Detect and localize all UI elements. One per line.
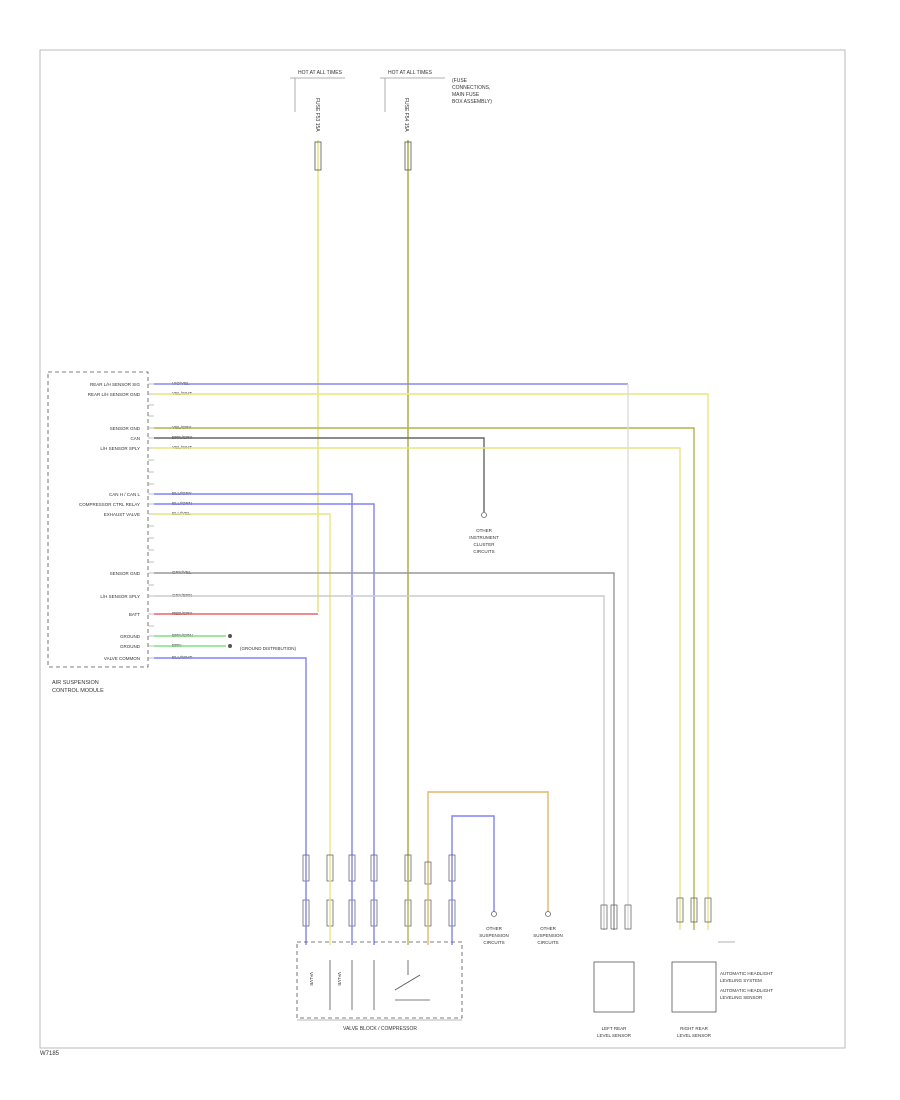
left-sensor-label-2: LEVEL SENSOR bbox=[597, 1033, 632, 1038]
module-name-1: AIR SUSPENSION bbox=[52, 680, 99, 686]
pin-label: L/H SENSOR SPLY bbox=[100, 446, 140, 451]
diagram-frame bbox=[39, 49, 846, 1049]
left-rear-sensor-box bbox=[593, 961, 635, 1013]
pin-label: REAR L/H SENSOR SIG bbox=[90, 382, 141, 387]
wire-can bbox=[154, 437, 485, 512]
svg-text:CIRCUITS: CIRCUITS bbox=[537, 940, 558, 945]
right-rear-sensor-box bbox=[671, 961, 717, 1013]
fuse-b-label: HOT AT ALL TIMES bbox=[388, 70, 433, 76]
fuse-b-note-2: CONNECTIONS, bbox=[452, 85, 490, 91]
valve-block-box bbox=[296, 941, 463, 1019]
pin-label: CAN H / CAN L bbox=[109, 492, 141, 497]
pin-label: EXHAUST VALVE bbox=[104, 512, 140, 517]
wire-blue-loop bbox=[451, 815, 495, 912]
pin-label: SENSOR GND bbox=[110, 571, 141, 576]
svg-text:OTHER: OTHER bbox=[540, 926, 557, 931]
right-sensor-label-1: RIGHT REAR bbox=[680, 1026, 708, 1031]
valve-label-a: VALVE bbox=[309, 972, 314, 986]
svg-text:AUTOMATIC HEADLIGHT: AUTOMATIC HEADLIGHT bbox=[720, 971, 773, 976]
pin-label: GROUND bbox=[120, 634, 141, 639]
control-module-box bbox=[47, 371, 149, 668]
ground-note: (GROUND DISTRIBUTION) bbox=[240, 646, 296, 651]
other-modules-note: OTHER INSTRUMENT CLUSTER CIRCUITS bbox=[469, 528, 499, 554]
module-pin-ticks bbox=[148, 383, 154, 659]
svg-text:AUTOMATIC HEADLIGHT: AUTOMATIC HEADLIGHT bbox=[720, 988, 773, 993]
lower-note-2: OTHER SUSPENSION CIRCUITS bbox=[533, 926, 563, 945]
svg-text:LEVELING SYSTEM: LEVELING SYSTEM bbox=[720, 978, 762, 983]
wire-comp-relay bbox=[154, 503, 375, 880]
svg-text:SUSPENSION: SUSPENSION bbox=[533, 933, 563, 938]
svg-text:INSTRUMENT: INSTRUMENT bbox=[469, 535, 499, 540]
assembly-label: VALVE BLOCK / COMPRESSOR bbox=[343, 1026, 417, 1032]
wire-can-h bbox=[154, 493, 353, 880]
wire-lh-sensor-sply bbox=[154, 447, 681, 930]
lower-note-1: OTHER SUSPENSION CIRCUITS bbox=[479, 926, 509, 945]
valve-label-b: VALVE bbox=[337, 972, 342, 986]
right-notes: AUTOMATIC HEADLIGHT LEVELING SYSTEM AUTO… bbox=[720, 971, 773, 1000]
fuse-b-fuse: FUSE F54 15A bbox=[403, 98, 409, 132]
wire-exhaust bbox=[154, 513, 331, 880]
svg-text:CIRCUITS: CIRCUITS bbox=[483, 940, 504, 945]
svg-text:LEVELING SENSOR: LEVELING SENSOR bbox=[720, 995, 763, 1000]
pin-label: REAR L/H SENSOR GND bbox=[88, 392, 141, 397]
right-sensor-label-2: LEVEL SENSOR bbox=[677, 1033, 712, 1038]
pin-label: COMPRESSOR CTRL RELAY bbox=[79, 502, 140, 507]
wire-orange-loop bbox=[427, 791, 549, 912]
svg-text:OTHER: OTHER bbox=[486, 926, 503, 931]
fuse-b-block: HOT AT ALL TIMES FUSE F54 15A (FUSE CONN… bbox=[380, 70, 492, 132]
svg-text:CIRCUITS: CIRCUITS bbox=[473, 549, 494, 554]
pin-label: VALVE COMMON bbox=[104, 656, 140, 661]
pin-label: BATT bbox=[129, 612, 140, 617]
left-sensor-label-1: LEFT REAR bbox=[602, 1026, 627, 1031]
lower-connectors bbox=[302, 854, 712, 930]
module-name-2: CONTROL MODULE bbox=[52, 688, 104, 694]
module-pin-labels: REAR L/H SENSOR SIG REAR L/H SENSOR GND … bbox=[79, 382, 141, 661]
valve-block-internals bbox=[329, 960, 430, 1010]
pin-label: GROUND bbox=[120, 644, 141, 649]
fuse-b-note-1: (FUSE bbox=[452, 78, 468, 84]
wire-sensor-gnd-b bbox=[154, 572, 615, 930]
pin-label: L/H SENSOR SPLY bbox=[100, 594, 140, 599]
wire-color-labels: VIO/YEL YEL/WHT YEL/GRY BRN/GRY YEL/WHT … bbox=[172, 381, 193, 660]
wire-rear-sensor-gnd bbox=[154, 393, 709, 930]
footer-code: W7185 bbox=[40, 1051, 60, 1057]
fuse-b-note-3: MAIN FUSE bbox=[452, 92, 480, 98]
pin-label: CAN bbox=[130, 436, 140, 441]
svg-text:SUSPENSION: SUSPENSION bbox=[479, 933, 509, 938]
fuse-b-note-4: BOX ASSEMBLY) bbox=[452, 99, 492, 105]
pin-label: SENSOR GND bbox=[110, 426, 141, 431]
wire-valve-common bbox=[154, 657, 307, 880]
svg-text:OTHER: OTHER bbox=[476, 528, 493, 533]
fuse-a-block: HOT AT ALL TIMES FUSE F53 15A bbox=[290, 70, 345, 132]
harness-wires bbox=[154, 383, 709, 930]
fuse-a-label: HOT AT ALL TIMES bbox=[298, 70, 343, 76]
svg-text:CLUSTER: CLUSTER bbox=[473, 542, 495, 547]
fuse-a-fuse: FUSE F53 15A bbox=[314, 98, 320, 132]
wire-lh-sply-b bbox=[154, 595, 605, 930]
wire-sensor-gnd-a bbox=[154, 427, 695, 930]
